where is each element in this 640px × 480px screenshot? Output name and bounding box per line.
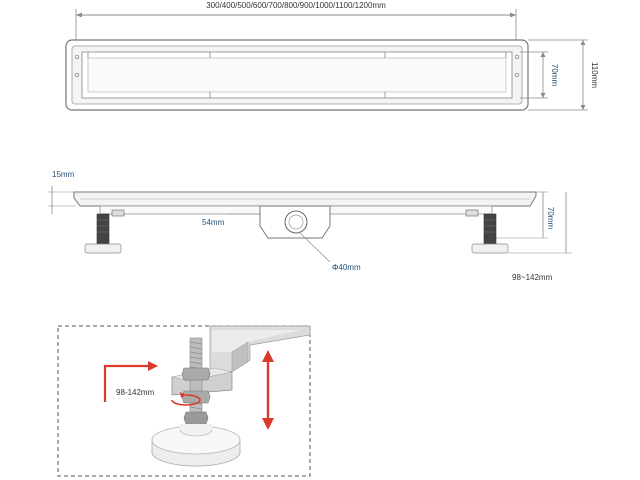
screw-hole [74, 54, 80, 60]
right-leg-bolt [483, 213, 497, 245]
height-adjust-arrow-down [262, 418, 274, 430]
arrow-right [510, 12, 516, 18]
outlet-label: Φ40mm [332, 263, 361, 272]
outlet-leader [299, 232, 331, 263]
right-bracket [465, 209, 479, 217]
rotation-arrow [171, 394, 201, 406]
left-leg-bolt [96, 213, 110, 245]
upper-nut [181, 367, 211, 381]
detail-view: 98-142mm [57, 325, 311, 477]
pointer-arrow [103, 364, 150, 402]
top-view: 300/400/500/600/700/800/900/1000/1100/12… [65, 1, 599, 111]
outlet-pipe [284, 210, 308, 234]
right-leg-foot [471, 243, 509, 254]
drain-corner-side [231, 341, 249, 373]
arrow-down [580, 105, 586, 110]
depth-label: 54mm [202, 218, 225, 227]
left-leg-foot [84, 243, 122, 254]
arrow-left [76, 12, 82, 18]
foot-boss-side [180, 424, 212, 430]
height-adjust-arrow-up [262, 350, 274, 362]
arrow-up [540, 52, 546, 57]
inner-width-label: 70mm [550, 64, 559, 87]
rotation-arrow-head [180, 392, 186, 398]
outlet-pipe-inner [288, 214, 304, 230]
pointer-arrow-head [148, 361, 158, 371]
base-nut [183, 411, 209, 425]
grate-inner [87, 57, 507, 93]
height-label: 70mm [546, 207, 555, 230]
arrow-up [580, 40, 586, 45]
detail-range-label: 98-142mm [116, 388, 155, 397]
screw-hole [74, 72, 80, 78]
flange-label: 15mm [52, 170, 75, 179]
outer-width-label: 110mm [590, 62, 599, 88]
arrow-down [540, 93, 546, 98]
side-view: 15mm 54mm Φ40mm [48, 170, 572, 282]
screw-hole [514, 54, 520, 60]
left-bracket [111, 209, 125, 217]
leg-range-label: 98~142mm [512, 273, 553, 282]
screw-hole [514, 72, 520, 78]
drain-corner-face [212, 330, 300, 352]
length-label: 300/400/500/600/700/800/900/1000/1100/12… [206, 1, 386, 10]
